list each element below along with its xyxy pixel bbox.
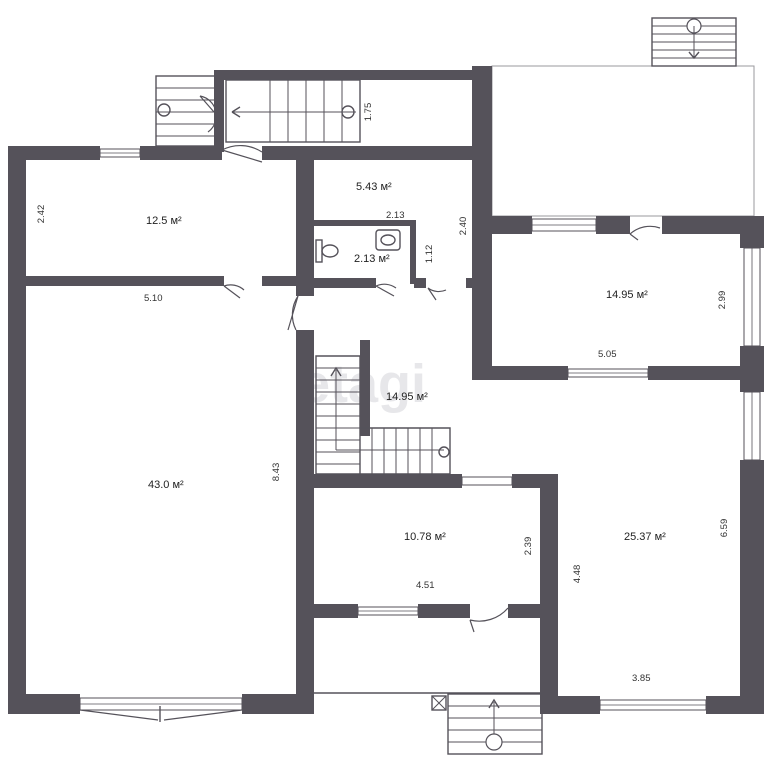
terrace-stairs — [651, 17, 737, 67]
dim-label: 6.59 — [719, 519, 730, 538]
room-middle: 10.78 м² 2.39 4.51 — [404, 531, 534, 591]
room-living: 43.0 м² 8.43 — [148, 463, 282, 491]
dim-label: 5.05 — [598, 349, 617, 360]
porch-dim-label: 1.75 — [363, 103, 374, 122]
dim-label: 2.13 — [386, 210, 405, 221]
dim-label: 2.42 — [36, 205, 47, 224]
area-label: 12.5 м² — [146, 215, 182, 227]
dim-label: 2.40 — [458, 217, 469, 236]
dim-label: 5.10 — [144, 293, 163, 304]
dim-label: 4.51 — [416, 580, 435, 591]
doors — [79, 95, 661, 722]
terrace-outline — [491, 65, 755, 217]
room-bedroom-top-left: 12.5 м² 2.42 5.10 — [36, 205, 182, 304]
dim-label: 3.85 — [632, 673, 651, 684]
bottom-porch-stairs — [431, 693, 543, 755]
area-label: 2.13 м² — [354, 253, 390, 265]
dim-label: 8.43 — [271, 463, 282, 482]
dim-label: 2.99 — [717, 291, 728, 310]
dim-label: 1.12 — [424, 245, 435, 264]
room-bedroom-right: 14.95 м² 2.99 5.05 — [598, 289, 728, 360]
dim-label: 4.48 — [572, 565, 583, 584]
room-bottom-right: 25.37 м² 6.59 4.48 3.85 — [572, 519, 730, 684]
walls — [8, 66, 764, 714]
top-porch-stairs — [155, 75, 361, 147]
dim-label: 2.39 — [523, 537, 534, 556]
hall-stairs — [315, 355, 451, 475]
area-label: 5.43 м² — [356, 181, 392, 193]
area-label: 14.95 м² — [606, 289, 648, 301]
area-label: 10.78 м² — [404, 531, 446, 543]
area-label: 14.95 м² — [386, 391, 428, 403]
room-storage: 5.43 м² 2.13 2.40 — [356, 181, 469, 235]
bathroom-fixtures — [315, 229, 401, 263]
windows — [79, 148, 761, 711]
area-label: 43.0 м² — [148, 479, 184, 491]
area-label: 25.37 м² — [624, 531, 666, 543]
room-bathroom: 2.13 м² 1.12 — [354, 245, 435, 265]
room-hall: 14.95 м² — [386, 391, 428, 403]
